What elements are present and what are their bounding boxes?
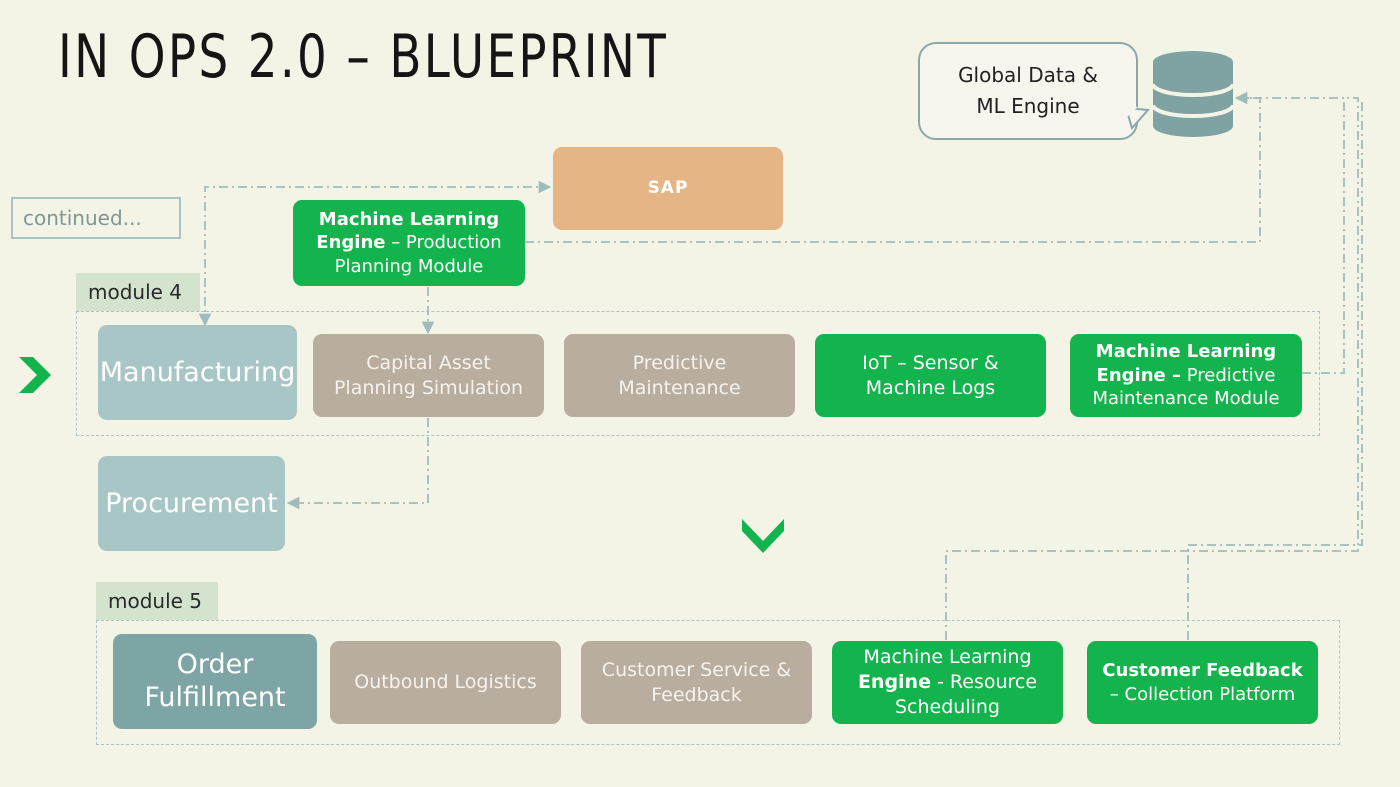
ml-predictive-rest-2: Predictive (1181, 364, 1276, 386)
callout-pointer (1124, 106, 1150, 131)
customer-service-line-1: Customer Service & (601, 658, 792, 681)
feedback-line-2: – Collection Platform (1109, 683, 1296, 705)
manufacturing-label: Manufacturing (99, 356, 296, 388)
predictive-maintenance-box: Predictive Maintenance (564, 334, 795, 417)
ml-resource-line-3: Scheduling (894, 695, 1000, 718)
global-data-callout: Global Data & ML Engine (918, 42, 1138, 140)
outbound-label: Outbound Logistics (354, 671, 537, 694)
customer-service-box: Customer Service & Feedback (581, 641, 812, 724)
ml-resource-rest-2: - Resource (930, 671, 1038, 694)
customer-service-line-2: Feedback (651, 683, 742, 706)
chevron-down-icon (742, 519, 784, 553)
continued-label: continued... (11, 197, 181, 239)
ml-predictive-bold-1: Machine Learning (1095, 341, 1277, 363)
ml-predictive-line-3: Maintenance Module (1092, 388, 1280, 410)
predictive-line-1: Predictive (632, 351, 727, 374)
ml-production-bold-1: Machine Learning (318, 208, 500, 230)
order-line-1: Order (176, 649, 254, 681)
ml-production-planning-box: Machine Learning Engine – Production Pla… (293, 200, 525, 286)
ml-resource-bold-2: Engine (857, 671, 931, 694)
sap-label: SAP (647, 178, 689, 199)
ml-predictive-bold-2: Engine – (1096, 364, 1181, 386)
module-4-tab: module 4 (76, 273, 200, 311)
customer-feedback-platform-box: Customer Feedback – Collection Platform (1087, 641, 1318, 724)
feedback-bold-1: Customer Feedback (1102, 660, 1303, 682)
order-fulfillment-box: Order Fulfillment (113, 634, 317, 729)
ml-production-line-3: Planning Module (334, 255, 484, 277)
global-data-line-2: ML Engine (976, 94, 1080, 118)
ml-predictive-maintenance-box: Machine Learning Engine – Predictive Mai… (1070, 334, 1302, 417)
order-line-2: Fulfillment (144, 681, 286, 713)
procurement-box: Procurement (98, 456, 285, 551)
sap-box: SAP (553, 147, 783, 230)
ml-resource-scheduling-box: Machine Learning Engine - Resource Sched… (832, 641, 1063, 724)
capital-asset-line-2: Planning Simulation (333, 376, 524, 399)
module-4-frame (76, 311, 1320, 436)
chevron-right-icon (19, 357, 51, 393)
manufacturing-box: Manufacturing (98, 325, 297, 420)
iot-line-2: Machine Logs (865, 376, 996, 399)
ml-resource-line-1: Machine Learning (863, 646, 1032, 669)
page-title: IN OPS 2.0 – BLUEPRINT (58, 22, 669, 92)
module-5-tab: module 5 (96, 582, 218, 620)
predictive-line-2: Maintenance (618, 376, 741, 399)
procurement-label: Procurement (105, 487, 278, 519)
capital-asset-line-1: Capital Asset (366, 351, 491, 374)
ml-production-bold-2: Engine (316, 232, 386, 254)
database-icon (1151, 51, 1235, 137)
iot-sensor-box: IoT – Sensor & Machine Logs (815, 334, 1046, 417)
capital-asset-box: Capital Asset Planning Simulation (313, 334, 544, 417)
module-5-frame (96, 620, 1340, 745)
ml-production-rest-2: – Production (385, 232, 502, 254)
global-data-line-1: Global Data & (958, 63, 1098, 87)
iot-line-1: IoT – Sensor & (862, 351, 999, 374)
outbound-logistics-box: Outbound Logistics (330, 641, 561, 724)
